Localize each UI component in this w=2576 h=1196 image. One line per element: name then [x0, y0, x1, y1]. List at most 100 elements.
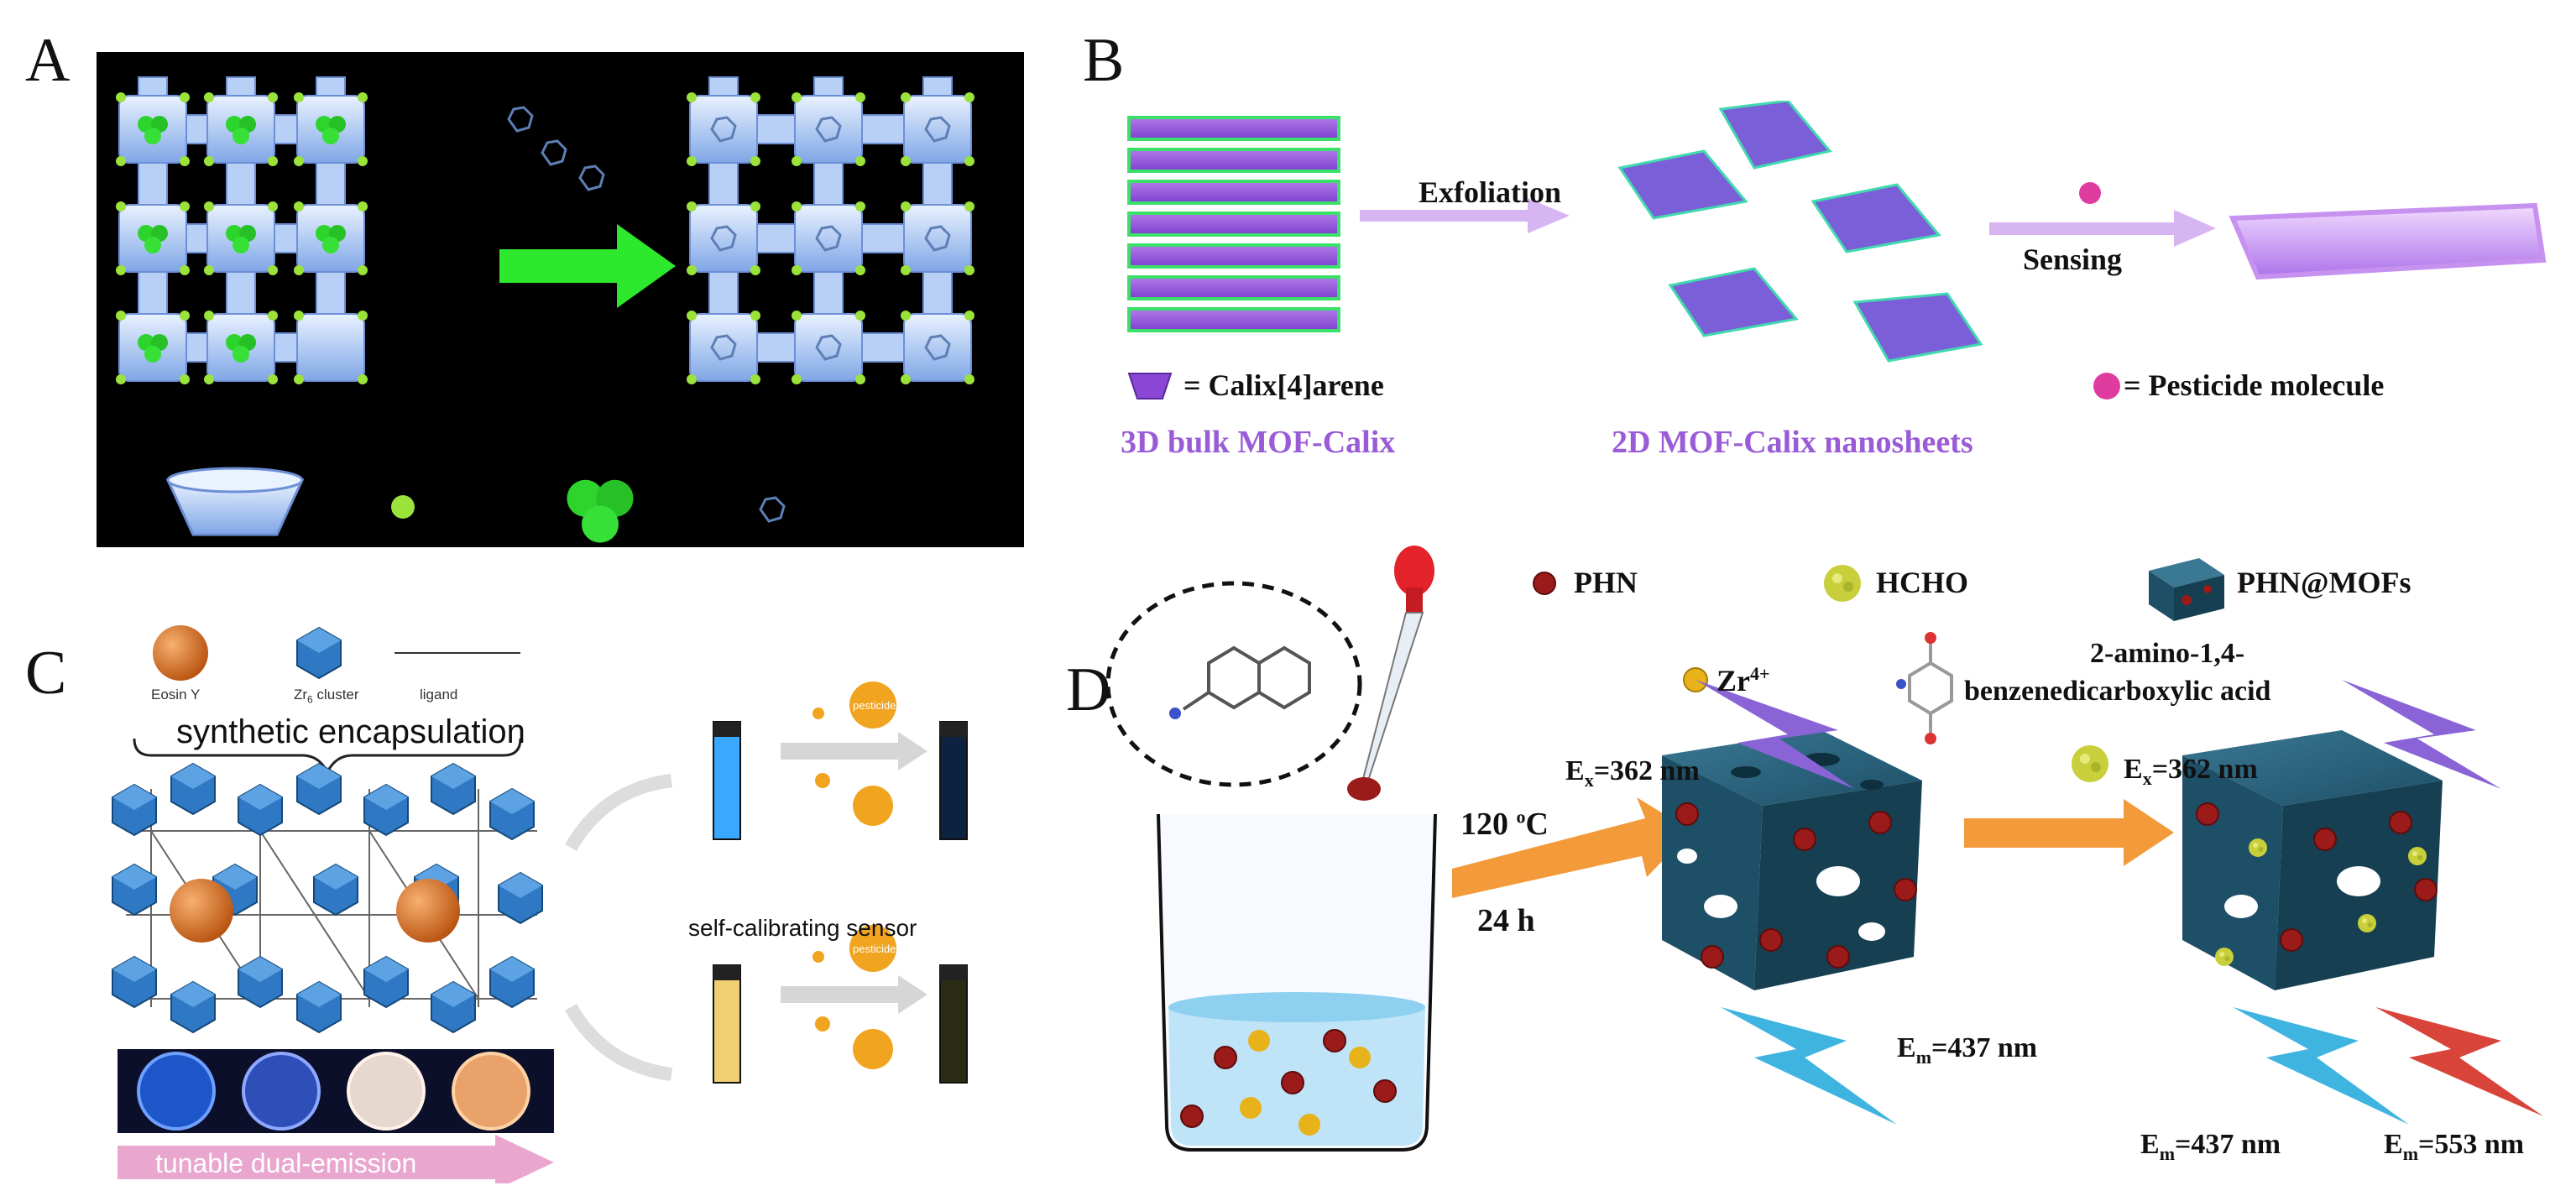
panel-a-legend [165, 467, 786, 543]
excitation-label-2: Ex=362 nm [2124, 754, 2258, 790]
beaker-contents [1180, 1029, 1397, 1136]
acid-molecule-icon [1896, 632, 1953, 744]
zr-base: Zr [1716, 664, 1750, 697]
bulk-caption: 3D bulk MOF-Calix [1121, 425, 1396, 460]
em1-sub: m [1915, 1046, 1932, 1068]
phn-mofs-legend-label: PHN@MOFs [2237, 566, 2411, 599]
phn-structure [1169, 645, 1311, 719]
drop [1347, 777, 1381, 801]
mof-framework-left [115, 76, 368, 385]
vial-dark-after-top [939, 721, 968, 840]
tunable-label: tunable dual-emission [155, 1148, 417, 1178]
phn-mofs-legend-icon [2149, 558, 2224, 621]
synthetic-encapsulation-label: synthetic encapsulation [176, 713, 525, 750]
vial-blue-before [713, 721, 741, 840]
panel-b-illustration [1127, 101, 2547, 400]
calix-icon [1127, 373, 1173, 400]
em1-base: E [1897, 1032, 1916, 1063]
mof-framework-right [686, 76, 975, 385]
ex1-sub: x [1584, 769, 1594, 791]
legend-zr-sub: 6 [307, 693, 313, 706]
emission-photo-strip [118, 1049, 554, 1133]
legend-zr-label: Zr6 cluster [294, 687, 359, 705]
green-arrow [499, 224, 676, 308]
sensing-label: Sensing [2023, 243, 2123, 276]
tunable-arrow [118, 1135, 554, 1183]
zr-legend-label: Zr4+ [1716, 663, 1770, 698]
sensing-arrow [1989, 210, 2216, 247]
phn-mof-cube [1662, 730, 1922, 990]
emission-bolt-2 [2233, 1007, 2409, 1125]
ex1-rest: =362 nm [1593, 755, 1700, 786]
ex2-rest: =362 nm [2151, 754, 2258, 785]
em2-base: E [2140, 1129, 2160, 1160]
panel-letter-d: D [1066, 655, 1111, 724]
grey-arrow-top [781, 732, 927, 770]
em1-rest: =437 nm [1931, 1032, 2038, 1063]
em2-rest: =437 nm [2175, 1129, 2281, 1160]
ex2-sub: x [2142, 767, 2152, 789]
temp-value: 120 [1460, 807, 1517, 842]
temp-unit: C [1525, 807, 1549, 842]
pesticide-legend-label: = Pesticide molecule [2124, 368, 2385, 402]
phn-legend-icon [1533, 572, 1556, 595]
nanosheet-caption: 2D MOF-Calix nanosheets [1612, 425, 1973, 460]
panel-letter-c: C [25, 639, 67, 708]
legend-zr-base: Zr [294, 687, 308, 702]
exfoliation-label: Exfoliation [1419, 175, 1562, 209]
temperature-label: 120 oC [1460, 806, 1549, 843]
hcho-legend-label: HCHO [1876, 566, 1969, 599]
emission-bolt-3 [2375, 1007, 2543, 1116]
orange-arrow-synthesis [1452, 797, 1691, 898]
curved-arrow-top [565, 774, 673, 852]
vial-dark-after-bottom [939, 964, 968, 1084]
pesticide-icon [2093, 373, 2120, 400]
pesticide-molecule [2079, 182, 2101, 204]
phn-legend-label: PHN [1574, 566, 1638, 599]
legend-zr-rest: cluster [312, 687, 359, 702]
em3-base: E [2384, 1129, 2403, 1160]
pesticide-bottom-label: pesticide [853, 943, 896, 955]
nanosheets [1617, 101, 1983, 363]
em3-sub: m [2402, 1142, 2419, 1164]
calix-legend-label: = Calix[4]arene [1183, 368, 1384, 402]
excitation-label-1: Ex=362 nm [1565, 755, 1700, 791]
hcho-legend-icon [1824, 565, 1861, 602]
hcho-added [2072, 745, 2108, 782]
orange-arrow-sensing [1964, 799, 2174, 866]
phn-mof-cube-hcho [2182, 730, 2443, 990]
panel-a-illustration [97, 52, 1024, 547]
grey-arrow-bottom [781, 975, 927, 1014]
panel-d-illustration [1105, 546, 2543, 1152]
legend-eosin-label: Eosin Y [151, 687, 201, 702]
beaker [1157, 813, 1437, 1152]
panel-letter-b: B [1083, 26, 1125, 95]
time-label: 24 h [1477, 903, 1535, 938]
acid-label-line1: 2-amino-1,4- [2090, 638, 2245, 669]
panel-c-illustration [112, 625, 968, 1183]
bulk-mof-stack [1127, 116, 1340, 332]
eosin-guest-left [170, 879, 233, 943]
dropper [1361, 546, 1434, 782]
pesticide-dots-bottom [813, 925, 896, 1069]
self-calibrating-label: self-calibrating sensor [688, 915, 917, 941]
phn-structure-bubble [1105, 581, 1362, 787]
sensing-sheet [2229, 202, 2547, 280]
emission-label-3: Em=553 nm [2384, 1129, 2524, 1165]
emission-bolt-1 [1721, 1007, 1897, 1125]
zr-sup: 4+ [1750, 663, 1770, 684]
em3-rest: =553 nm [2418, 1129, 2525, 1160]
legend-ligand-label: ligand [420, 687, 458, 702]
panel-letter-a: A [25, 26, 71, 95]
emission-label-1: Em=437 nm [1897, 1032, 2037, 1068]
pesticide-dots-top [813, 682, 896, 826]
emission-label-2: Em=437 nm [2140, 1129, 2281, 1165]
temp-sup: o [1516, 806, 1526, 828]
zr-cluster-icon [296, 627, 342, 679]
eosin-icon [153, 625, 208, 681]
acid-label-line2: benzenedicarboxylic acid [1964, 676, 2271, 707]
curved-arrow-bottom [565, 1003, 673, 1081]
ex2-base: E [2124, 754, 2143, 785]
ex1-base: E [1565, 755, 1585, 786]
eosin-guest-right [396, 879, 460, 943]
